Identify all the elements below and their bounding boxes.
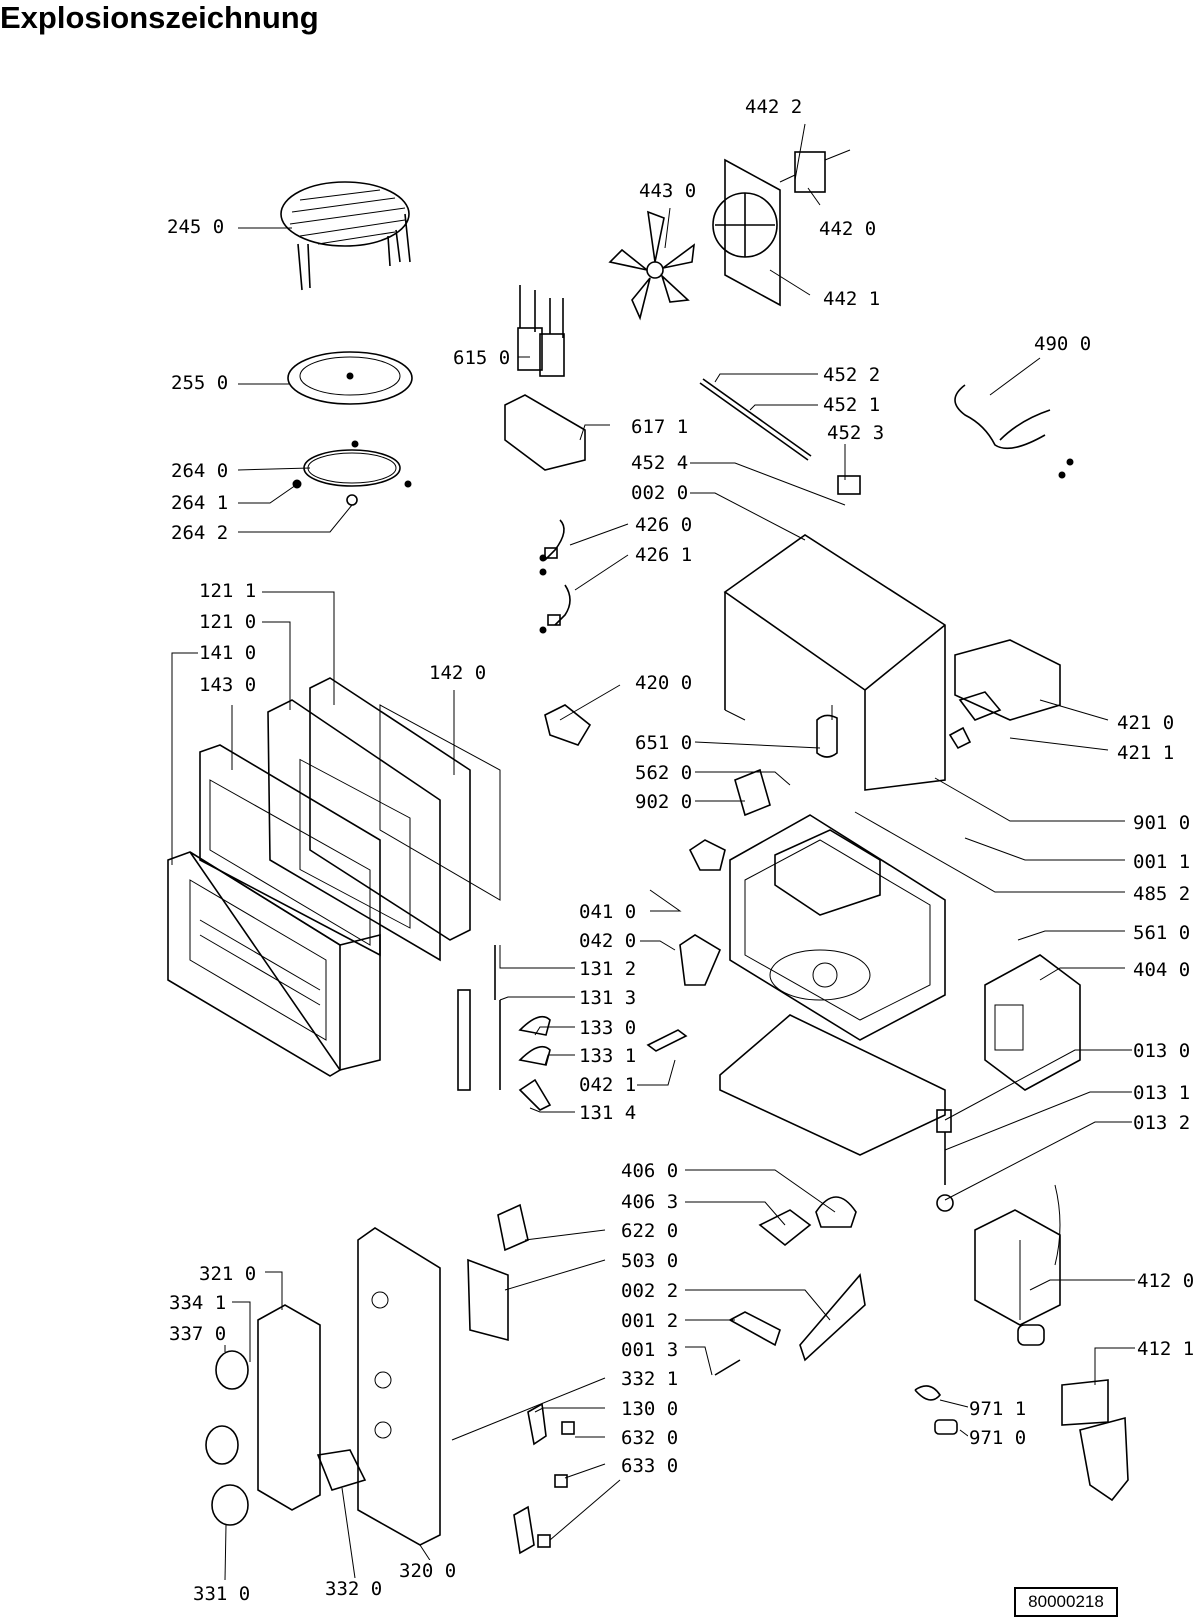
- part-label-632-0: 632 0: [620, 1427, 680, 1449]
- part-label-131-4: 131 4: [578, 1102, 638, 1124]
- part-label-121-1: 121 1: [198, 580, 258, 602]
- part-label-971-1: 971 1: [968, 1398, 1028, 1420]
- part-label-404-0: 404 0: [1132, 959, 1192, 981]
- document-number-box: 80000218: [1014, 1587, 1118, 1617]
- control-panel-drawing: [205, 1203, 529, 1546]
- part-label-490-0: 490 0: [1033, 333, 1093, 355]
- part-label-443-0: 443 0: [638, 180, 698, 202]
- part-label-561-0: 561 0: [1132, 922, 1192, 944]
- part-label-142-0: 142 0: [428, 662, 488, 684]
- part-label-264-1: 264 1: [170, 492, 230, 514]
- part-label-042-0: 042 0: [578, 930, 638, 952]
- part-label-255-0: 255 0: [170, 372, 230, 394]
- page-title: Explosionszeichnung: [0, 0, 319, 35]
- leader-lines: [171, 123, 1135, 1581]
- part-label-143-0: 143 0: [198, 674, 258, 696]
- roller-ring-drawing: [292, 440, 412, 506]
- part-label-421-0: 421 0: [1116, 712, 1176, 734]
- part-label-001-2: 001 2: [620, 1310, 680, 1332]
- part-label-421-1: 421 1: [1116, 742, 1176, 764]
- wire-rack-drawing: [280, 181, 411, 291]
- part-label-130-0: 130 0: [620, 1398, 680, 1420]
- part-label-334-1: 334 1: [168, 1292, 228, 1314]
- fuse-holder-drawing: [544, 704, 592, 746]
- part-label-121-0: 121 0: [198, 611, 258, 633]
- part-label-633-0: 633 0: [620, 1455, 680, 1477]
- part-label-042-1: 042 1: [578, 1074, 638, 1096]
- transformer-drawing: [974, 1184, 1061, 1326]
- part-label-337-0: 337 0: [168, 1323, 228, 1345]
- fan-motor-drawing: [608, 149, 851, 321]
- part-label-406-0: 406 0: [620, 1160, 680, 1182]
- part-label-503-0: 503 0: [620, 1250, 680, 1272]
- part-label-041-0: 041 0: [578, 901, 638, 923]
- part-label-331-0: 331 0: [192, 1583, 252, 1605]
- oven-cavity-drawing: [719, 814, 946, 1156]
- capacitor-bracket-drawing: [504, 285, 586, 471]
- part-label-622-0: 622 0: [620, 1220, 680, 1242]
- part-label-452-3: 452 3: [826, 422, 886, 444]
- part-label-442-0: 442 0: [818, 218, 878, 240]
- part-label-141-0: 141 0: [198, 642, 258, 664]
- part-label-412-0: 412 0: [1136, 1270, 1196, 1292]
- part-label-971-0: 971 0: [968, 1427, 1028, 1449]
- heater-rod-drawing: [699, 378, 861, 495]
- part-label-412-1: 412 1: [1136, 1338, 1196, 1360]
- turntable-plate-drawing: [287, 351, 413, 405]
- part-label-264-0: 264 0: [170, 460, 230, 482]
- part-label-131-3: 131 3: [578, 987, 638, 1009]
- outer-casing-drawing: [723, 534, 946, 791]
- part-label-442-1: 442 1: [822, 288, 882, 310]
- misc-parts-drawing: [513, 639, 1129, 1555]
- part-label-133-1: 133 1: [578, 1045, 638, 1067]
- part-label-131-2: 131 2: [578, 958, 638, 980]
- part-label-013-2: 013 2: [1132, 1112, 1192, 1134]
- part-label-332-0: 332 0: [324, 1578, 384, 1600]
- thermo-switch-drawing: [539, 519, 571, 634]
- part-label-426-1: 426 1: [634, 544, 694, 566]
- part-label-562-0: 562 0: [634, 762, 694, 784]
- door-assembly-drawing: [167, 677, 501, 1077]
- part-label-133-0: 133 0: [578, 1017, 638, 1039]
- magnetron-drawing: [984, 954, 1081, 1091]
- part-label-320-0: 320 0: [398, 1560, 458, 1582]
- part-label-321-0: 321 0: [198, 1263, 258, 1285]
- part-label-426-0: 426 0: [634, 514, 694, 536]
- part-label-442-2-top: 442 2: [744, 96, 804, 118]
- part-label-001-1: 001 1: [1132, 851, 1192, 873]
- part-label-485-2: 485 2: [1132, 883, 1192, 905]
- part-label-615-0: 615 0: [452, 347, 512, 369]
- part-label-332-1: 332 1: [620, 1368, 680, 1390]
- part-label-264-2: 264 2: [170, 522, 230, 544]
- part-label-651-0: 651 0: [634, 732, 694, 754]
- part-label-406-3: 406 3: [620, 1191, 680, 1213]
- part-label-002-2: 002 2: [620, 1280, 680, 1302]
- part-label-420-0: 420 0: [634, 672, 694, 694]
- part-label-245-0: 245 0: [166, 216, 226, 238]
- part-label-452-2: 452 2: [822, 364, 882, 386]
- part-label-901-0: 901 0: [1132, 812, 1192, 834]
- door-latch-drawing: [457, 945, 688, 1111]
- part-label-013-1: 013 1: [1132, 1082, 1192, 1104]
- part-label-452-4: 452 4: [630, 452, 690, 474]
- part-label-617-1: 617 1: [630, 416, 690, 438]
- part-label-902-0: 902 0: [634, 791, 694, 813]
- part-label-002-0: 002 0: [630, 482, 690, 504]
- part-label-001-3: 001 3: [620, 1339, 680, 1361]
- part-label-452-1: 452 1: [822, 394, 882, 416]
- part-label-013-0: 013 0: [1132, 1040, 1192, 1062]
- cable-harness-drawing: [954, 384, 1074, 479]
